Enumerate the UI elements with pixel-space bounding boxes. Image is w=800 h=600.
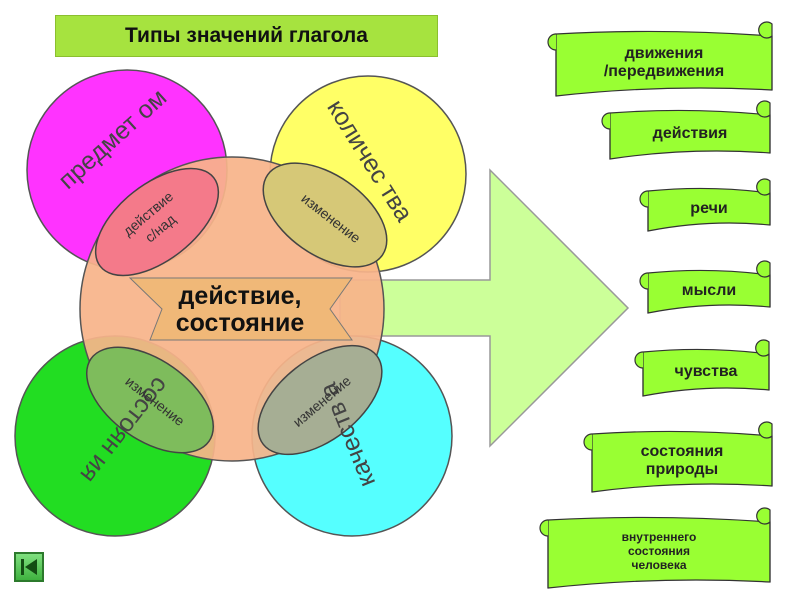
scroll-label-line: состояния xyxy=(640,442,724,460)
scroll-label-line: состояния xyxy=(627,544,691,559)
scroll-banner xyxy=(601,100,771,160)
overlap-top-right xyxy=(262,162,388,268)
skip-to-start-icon xyxy=(21,559,37,575)
scroll-label-line: чувства xyxy=(674,362,738,380)
scroll-label: речи xyxy=(654,189,764,229)
scroll-label-line: действия xyxy=(652,124,728,142)
scroll-banner xyxy=(547,21,773,97)
scroll-banner xyxy=(639,178,771,232)
center-label-line-2: состояние xyxy=(176,309,305,337)
scroll-label-line: /передвижения xyxy=(603,63,725,80)
scroll-label: чувства xyxy=(649,350,763,394)
scroll-banner xyxy=(639,260,771,314)
scroll-banner xyxy=(634,339,770,397)
scroll-label-line: человека xyxy=(631,557,687,572)
scroll-label-line: мысли xyxy=(681,281,737,299)
scroll-banner xyxy=(539,507,771,589)
center-label-line-1: действие, xyxy=(179,282,302,310)
skip-to-start-button[interactable] xyxy=(14,552,44,582)
scroll-banner xyxy=(583,421,773,493)
overlap-bottom-left xyxy=(85,346,215,454)
scroll-label: движения/передвижения xyxy=(562,32,766,94)
scroll-label: мысли xyxy=(654,271,764,311)
scroll-list xyxy=(539,21,773,589)
page-title: Типы значений глагола xyxy=(55,15,438,57)
scroll-label-line: внутреннего xyxy=(621,530,697,545)
center-banner xyxy=(128,277,353,341)
scroll-label-line: природы xyxy=(645,461,719,478)
overlap-bottom-right xyxy=(257,344,383,456)
scroll-label-line: речи xyxy=(690,199,728,217)
scroll-label: действия xyxy=(616,111,764,157)
overlap-top-left xyxy=(94,167,220,277)
scroll-label-line: движения xyxy=(624,44,704,62)
